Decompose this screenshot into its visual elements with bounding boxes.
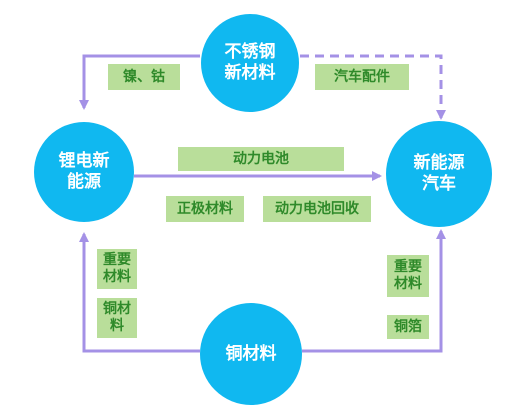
label-copper-material-left-line-2: 料 — [110, 318, 124, 334]
node-nev-line-1: 新能源 — [413, 153, 465, 173]
node-copper-line-1: 铜材料 — [225, 343, 277, 364]
node-stainless-steel: 不锈钢 新材料 — [201, 14, 299, 112]
label-copper-material-left: 铜材 料 — [97, 298, 137, 338]
arrow-stainless-to-nev-dashed — [300, 54, 446, 120]
label-auto-parts-text: 汽车配件 — [334, 68, 390, 85]
label-key-material-left-line-1: 重要 — [103, 252, 131, 268]
node-copper-material: 铜材料 — [200, 303, 302, 405]
label-key-material-right-line-2: 材料 — [394, 276, 422, 292]
label-nickel-cobalt-text: 镍、钴 — [123, 68, 165, 85]
arrow-copper-to-nev — [302, 229, 446, 353]
label-battery-recycling-text: 动力电池回收 — [275, 200, 359, 217]
label-cathode-material-text: 正极材料 — [177, 200, 233, 217]
label-cathode-material: 正极材料 — [166, 196, 244, 222]
node-lithium-energy: 锂电新 能源 — [34, 122, 134, 222]
arrow-stainless-to-lithium — [79, 54, 200, 110]
node-stainless-line-2: 新材料 — [224, 63, 276, 83]
arrow-copper-to-lithium — [79, 232, 200, 353]
node-new-energy-vehicle: 新能源 汽车 — [386, 121, 492, 227]
node-nev-line-2: 汽车 — [422, 174, 456, 194]
node-lithium-line-2: 能源 — [67, 172, 101, 192]
label-copper-foil: 铜箔 — [387, 315, 429, 339]
label-key-material-right: 重要 材料 — [387, 255, 429, 297]
label-key-material-left-line-2: 材料 — [103, 269, 131, 285]
label-key-material-left: 重要 材料 — [97, 249, 137, 289]
node-stainless-line-1: 不锈钢 — [224, 42, 276, 62]
label-power-battery-text: 动力电池 — [233, 150, 289, 167]
label-battery-recycling: 动力电池回收 — [263, 196, 371, 222]
label-copper-material-left-line-1: 铜材 — [103, 301, 131, 317]
label-auto-parts: 汽车配件 — [315, 64, 409, 90]
label-copper-foil-text: 铜箔 — [394, 318, 422, 335]
label-power-battery: 动力电池 — [178, 147, 344, 171]
label-key-material-right-line-1: 重要 — [394, 259, 422, 275]
node-lithium-line-1: 锂电新 — [58, 151, 110, 171]
label-nickel-cobalt: 镍、钴 — [108, 64, 180, 90]
